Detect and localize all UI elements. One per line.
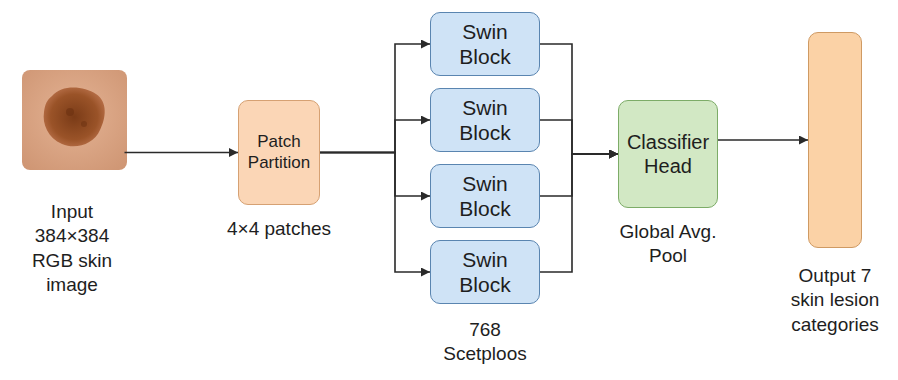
shape-outline: Swin Block: [430, 12, 540, 76]
classifier-box: Classifier HeadGlobal Avg. Pool: [618, 100, 718, 269]
box-text: Classifier Head: [625, 130, 711, 178]
flow-arrow: [718, 139, 808, 141]
flow-arrow: [540, 120, 618, 154]
flow-arrow: [320, 120, 430, 153]
image-frame: [20, 70, 125, 170]
output-box: Output 7 skin lesion categories: [785, 32, 885, 337]
swin-block: Swin Block: [430, 88, 540, 152]
shape-outline: Patch Partition: [238, 100, 320, 205]
lesion-spot: [81, 121, 87, 127]
box-text: Swin Block: [437, 247, 533, 297]
swin-block: Swin Block: [430, 240, 540, 304]
shape-outline: Swin Block: [430, 88, 540, 152]
flow-arrow: [540, 154, 618, 272]
box-text: Swin Block: [437, 171, 533, 221]
dimension-label: 768 Scetploos: [430, 318, 540, 366]
box-text: Patch Partition: [245, 132, 313, 173]
lesion-spot: [66, 108, 74, 116]
shape-outline: Swin Block: [430, 240, 540, 304]
box-text: Swin Block: [437, 19, 533, 69]
input-image: Input 384×384 RGB skin image: [12, 70, 132, 297]
swin-block: Swin Block: [430, 164, 540, 228]
flow-arrow: [320, 153, 430, 273]
flow-arrow: [320, 153, 430, 197]
caption-text: Input 384×384 RGB skin image: [12, 200, 132, 297]
shape-outline: Swin Block: [430, 164, 540, 228]
flow-arrow: [540, 154, 618, 196]
swin-block: Swin Block: [430, 12, 540, 76]
caption-text: 4×4 patches: [220, 217, 338, 241]
flow-arrow: [540, 44, 618, 154]
shape-outline: Classifier Head: [618, 100, 718, 208]
caption-text: Output 7 skin lesion categories: [785, 264, 885, 337]
caption-text: Global Avg. Pool: [618, 220, 718, 269]
process-box: Patch Partition 4×4 patches: [220, 100, 338, 241]
flow-arrow: [125, 152, 239, 154]
shape-outline: [808, 32, 862, 248]
skin-photo: [22, 70, 127, 170]
flow-arrow: [320, 44, 430, 153]
skin-lesion: [44, 88, 105, 147]
box-text: Swin Block: [437, 95, 533, 145]
skin-image: [22, 70, 127, 170]
